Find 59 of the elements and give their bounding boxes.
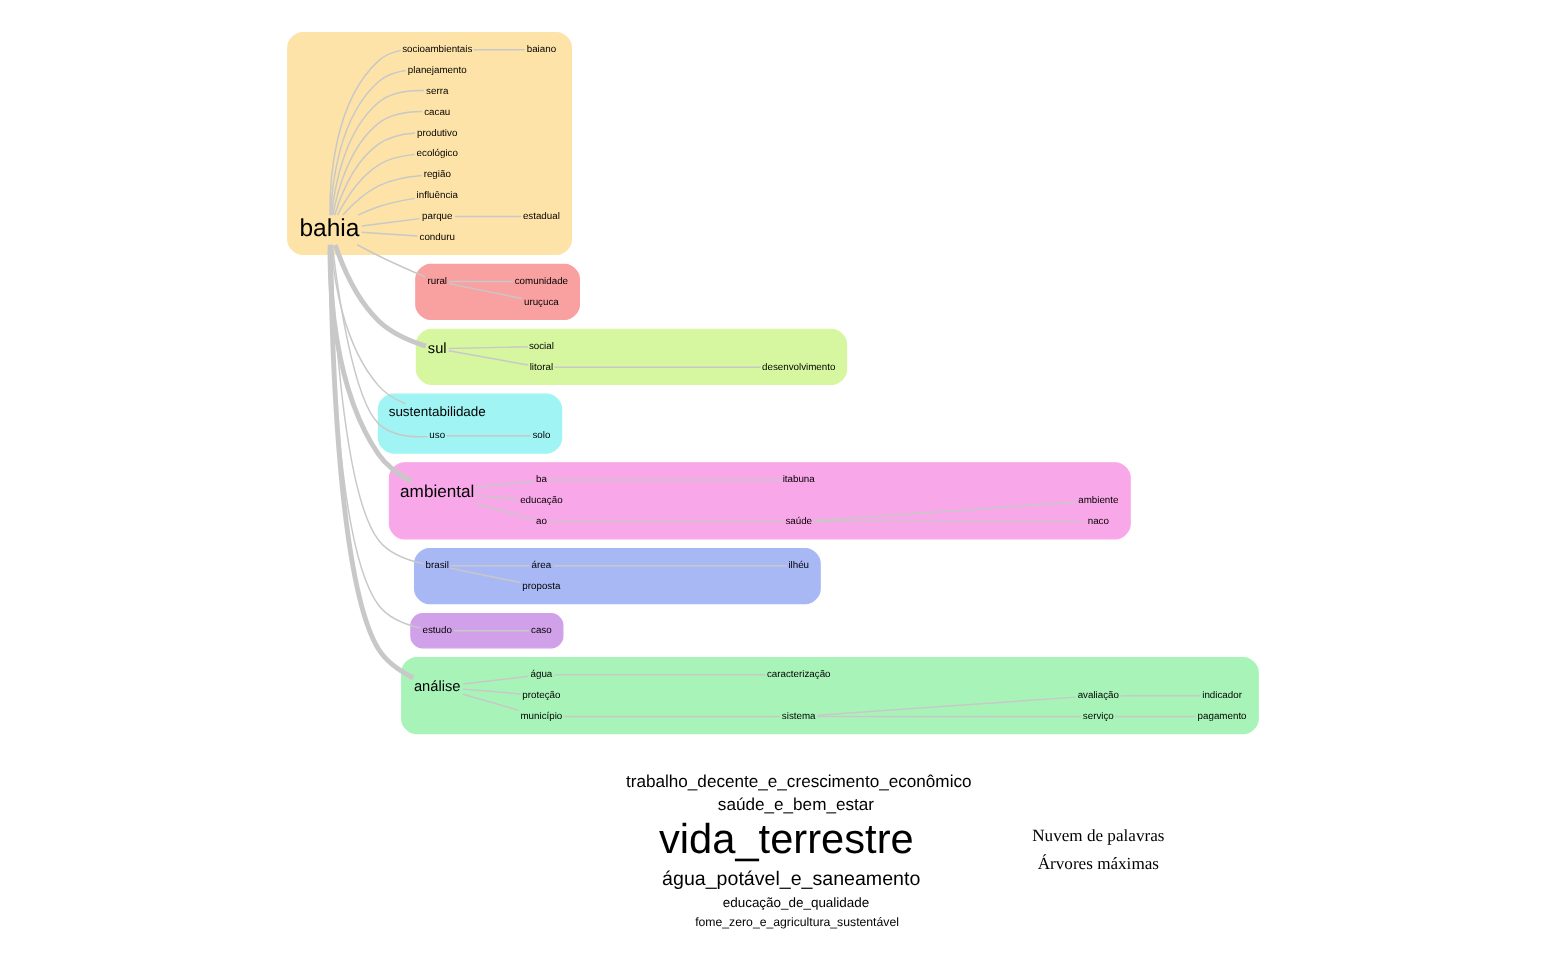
connector [812, 500, 1077, 521]
connector [447, 344, 529, 349]
node-text: bahia [299, 213, 360, 242]
cluster [377, 392, 563, 453]
label: saúde_e_bem_estar [717, 792, 875, 813]
connector [330, 243, 425, 564]
connector [475, 493, 519, 499]
connector [1114, 714, 1197, 717]
connector [562, 714, 781, 717]
connector [448, 281, 523, 299]
cluster [401, 656, 1259, 734]
connector [356, 243, 427, 277]
connector [328, 243, 415, 680]
connector [462, 692, 520, 711]
connector [449, 564, 531, 566]
cluster [410, 611, 564, 648]
node-text: ambiental [400, 479, 475, 500]
connector [812, 519, 1087, 522]
connector [552, 564, 788, 566]
connector [816, 695, 1077, 715]
connector [360, 230, 419, 236]
cluster [415, 262, 580, 320]
cluster [415, 327, 848, 384]
connector [462, 674, 530, 684]
connector [472, 48, 526, 50]
cluster [287, 31, 573, 255]
label: Nuvem de palavras [1032, 824, 1165, 845]
connector [816, 714, 1083, 717]
cluster [413, 546, 821, 604]
connector [548, 519, 785, 522]
connector [360, 216, 421, 226]
connector [445, 434, 532, 436]
connector [453, 628, 531, 631]
connector [448, 279, 514, 282]
cluster [388, 461, 1131, 539]
connector [330, 68, 407, 215]
connector [462, 687, 522, 694]
connector [329, 48, 402, 215]
connector [447, 348, 529, 365]
connector [332, 243, 427, 348]
connector [454, 214, 522, 217]
connector [548, 478, 782, 480]
connector [1119, 693, 1202, 696]
connector [336, 152, 416, 215]
connector [553, 673, 767, 675]
label: Árvores máximas [1037, 852, 1159, 873]
connector [342, 173, 423, 215]
label: trabalho_decente_e_crescimento_econômico [625, 769, 972, 790]
connector [331, 243, 429, 437]
label: água_potável_e_saneamento [662, 868, 921, 891]
connector [330, 88, 425, 215]
connector [553, 365, 762, 367]
connector [357, 196, 416, 215]
connector [333, 131, 416, 215]
connector [449, 566, 521, 583]
connector [332, 109, 423, 215]
connector [473, 500, 535, 520]
label: vida_terrestre [659, 815, 914, 862]
connector [475, 479, 535, 488]
